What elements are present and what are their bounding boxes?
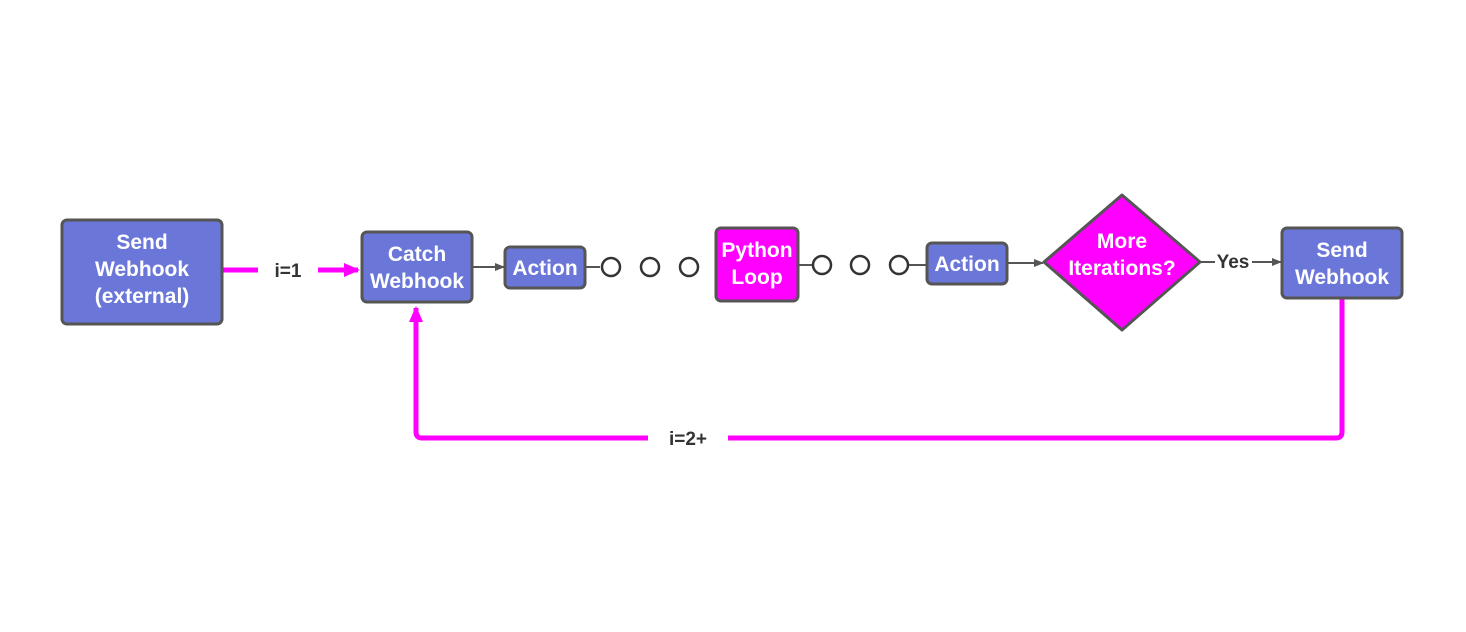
node-label: Catch bbox=[388, 243, 446, 266]
ellipsis-dot bbox=[811, 254, 833, 276]
edge-label-i1: i=1 bbox=[275, 261, 302, 282]
node-label: Action bbox=[934, 253, 999, 276]
node-catch-webhook[interactable]: Catch Webhook bbox=[360, 230, 474, 304]
node-python-loop[interactable]: Python Loop bbox=[714, 226, 800, 303]
node-label: Iterations? bbox=[1068, 257, 1175, 280]
edge-first-call: i=1 bbox=[222, 261, 360, 282]
ellipsis-dot bbox=[849, 254, 871, 276]
edge-label-i2plus: i=2+ bbox=[669, 429, 707, 450]
edge-label-yes: Yes bbox=[1217, 252, 1250, 273]
edge-loop-back: i=2+ bbox=[416, 298, 1345, 450]
node-label: Send bbox=[1316, 239, 1367, 262]
node-label: Webhook bbox=[1295, 266, 1389, 289]
node-label: More bbox=[1097, 230, 1147, 253]
ellipsis-circles bbox=[600, 254, 910, 278]
node-label: Loop bbox=[731, 266, 782, 289]
node-action-2[interactable]: Action bbox=[925, 241, 1009, 286]
node-more-iterations-decision[interactable]: More Iterations? bbox=[1042, 193, 1202, 332]
ellipsis-dot bbox=[888, 254, 910, 276]
node-label: (external) bbox=[95, 285, 190, 308]
ellipsis-dot bbox=[600, 256, 622, 278]
ellipsis-dot bbox=[678, 256, 700, 278]
node-action-1[interactable]: Action bbox=[503, 245, 587, 290]
node-label: Send bbox=[116, 231, 167, 254]
gray-connectors bbox=[472, 258, 1282, 271]
node-label: Webhook bbox=[95, 258, 189, 281]
node-label: Action bbox=[512, 257, 577, 280]
node-send-webhook-external[interactable]: Send Webhook (external) bbox=[60, 218, 224, 326]
ellipsis-dot bbox=[639, 256, 661, 278]
node-send-webhook[interactable]: Send Webhook bbox=[1280, 226, 1404, 300]
node-label: Webhook bbox=[370, 270, 464, 293]
node-label: Python bbox=[721, 239, 792, 262]
